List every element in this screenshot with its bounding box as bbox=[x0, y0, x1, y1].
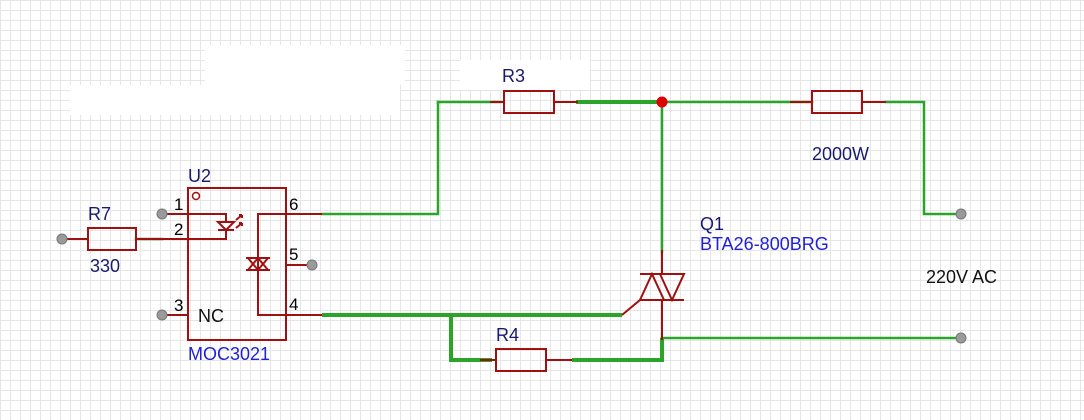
terminal-u2-pin5[interactable] bbox=[306, 259, 318, 271]
blank-area bbox=[205, 45, 405, 85]
terminal-ac-neutral[interactable] bbox=[955, 332, 967, 344]
u2-pin5-label: 5 bbox=[289, 245, 298, 264]
u2-ref-label: U2 bbox=[188, 166, 211, 186]
resistor-r7[interactable]: R7 330 bbox=[62, 204, 162, 276]
resistor-r3[interactable]: R3 bbox=[490, 66, 578, 114]
triac-symbol-icon bbox=[638, 271, 666, 301]
terminals bbox=[56, 208, 967, 344]
junction-dot bbox=[656, 96, 668, 108]
terminal-r7-input[interactable] bbox=[56, 233, 68, 245]
terminal-u2-pin3[interactable] bbox=[156, 309, 168, 321]
led-emission-icon bbox=[235, 214, 243, 221]
u2-nc-label: NC bbox=[198, 306, 224, 326]
u2-pin1-marker bbox=[191, 191, 201, 201]
load-value-label: 2000W bbox=[812, 144, 869, 164]
blank-area bbox=[460, 60, 590, 90]
optocoupler-u2[interactable]: U2 MOC3021 1 2 3 4 5 6 NC bbox=[162, 166, 322, 364]
u2-pin3-label: 3 bbox=[174, 296, 183, 315]
blank-area bbox=[70, 85, 400, 115]
r3-ref-label: R3 bbox=[502, 66, 525, 86]
load-resistor[interactable]: 2000W bbox=[790, 90, 886, 164]
wire-pin6-r3 bbox=[320, 100, 440, 216]
q1-value-label: BTA26-800BRG bbox=[700, 234, 829, 254]
wire-r4-left bbox=[449, 315, 492, 362]
r7-ref-label: R7 bbox=[88, 204, 111, 224]
resistor-r4[interactable]: R4 bbox=[480, 325, 572, 372]
wire-load-terminal bbox=[884, 100, 962, 216]
u2-pin2-label: 2 bbox=[174, 220, 183, 239]
u2-pin1-label: 1 bbox=[174, 195, 183, 214]
u2-pin4-label: 4 bbox=[289, 295, 298, 314]
wire-r4-right bbox=[572, 338, 664, 362]
supply-label: 220V AC bbox=[926, 267, 997, 287]
r4-ref-label: R4 bbox=[496, 325, 519, 345]
triac-q1[interactable]: Q1 BTA26-800BRG bbox=[621, 214, 829, 340]
wires bbox=[134, 100, 962, 362]
r7-value-label: 330 bbox=[90, 256, 120, 276]
terminal-ac-line[interactable] bbox=[955, 208, 967, 220]
u2-value-label: MOC3021 bbox=[188, 344, 270, 364]
u2-pin6-label: 6 bbox=[289, 195, 298, 214]
terminal-u2-pin1[interactable] bbox=[156, 208, 168, 220]
q1-ref-label: Q1 bbox=[700, 214, 724, 234]
